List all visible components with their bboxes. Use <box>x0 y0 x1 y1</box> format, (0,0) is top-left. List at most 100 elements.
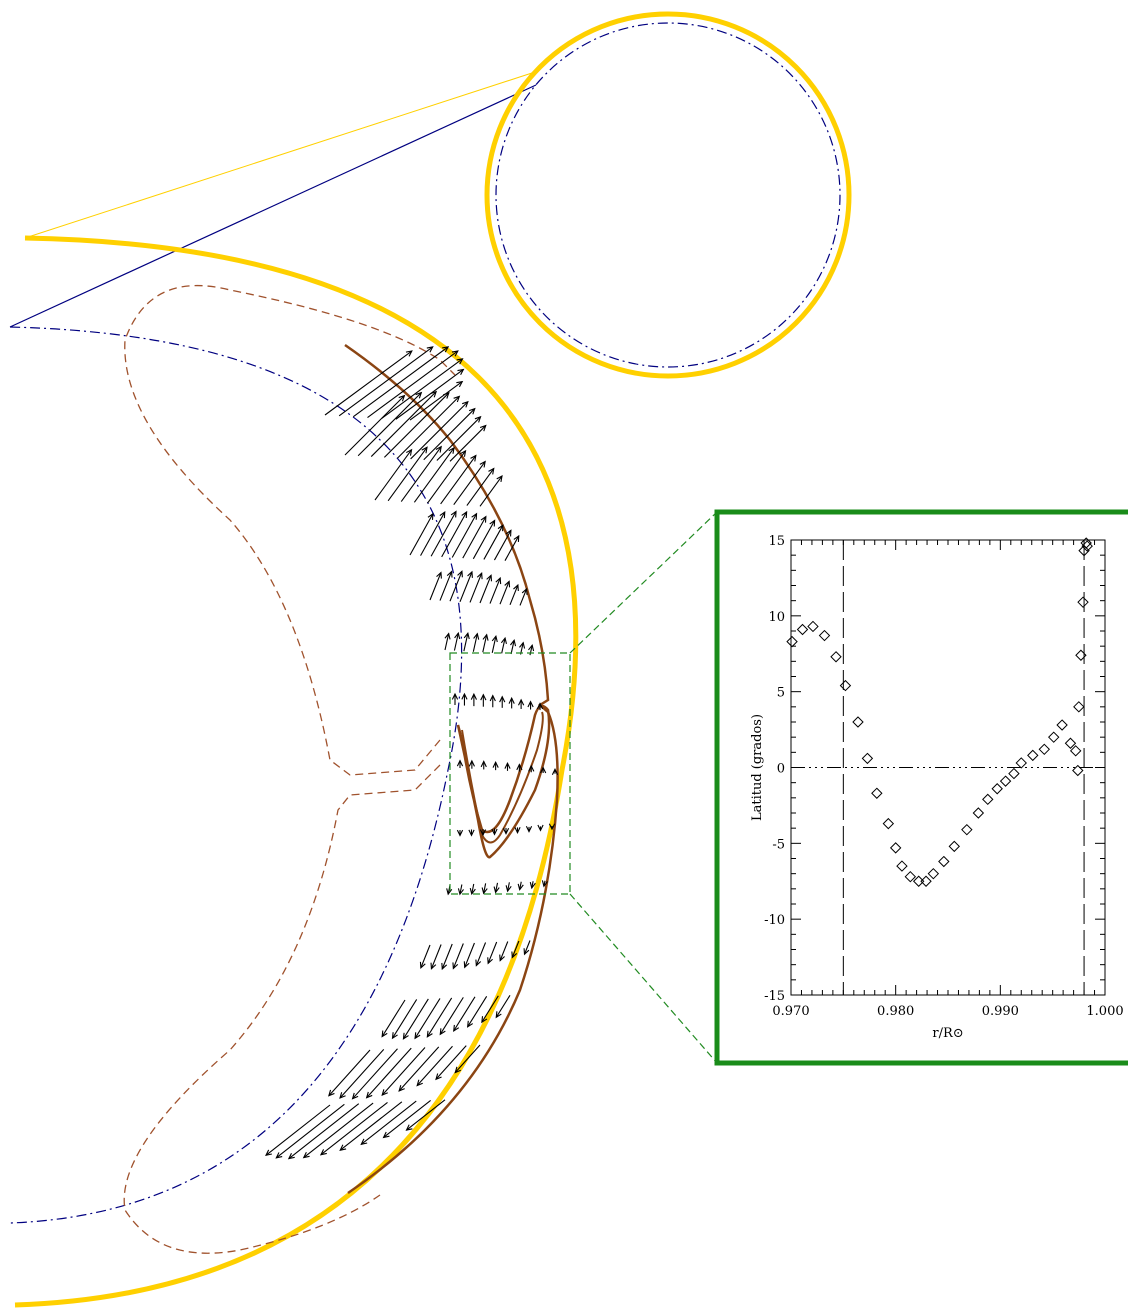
velocity-arrow <box>470 692 477 707</box>
velocity-arrow <box>468 759 475 769</box>
velocity-arrow <box>420 511 446 556</box>
velocity-arrow <box>328 1049 371 1097</box>
velocity-arrow <box>529 881 536 890</box>
data-point <box>882 817 895 830</box>
convection-zone-base-arc <box>9 326 463 1224</box>
data-point <box>1008 767 1020 780</box>
x-tick-label: 0.970 <box>772 1004 809 1019</box>
velocity-arrow <box>510 639 517 655</box>
velocity-arrow <box>410 400 469 460</box>
velocity-arrow <box>397 395 461 459</box>
velocity-arrow <box>391 999 418 1040</box>
data-point <box>948 840 960 853</box>
data-point <box>896 860 908 872</box>
velocity-arrow <box>453 996 476 1032</box>
velocity-arrow <box>508 696 515 709</box>
velocity-arrow <box>344 394 406 456</box>
velocity-arrow <box>468 829 475 837</box>
velocity-arrow <box>519 587 528 606</box>
data-point <box>920 875 932 887</box>
velocity-arrow <box>480 760 487 770</box>
velocity-arrow <box>360 1100 417 1146</box>
y-tick-label: 15 <box>768 534 785 549</box>
velocity-arrow <box>395 368 465 420</box>
velocity-arrow <box>463 631 470 652</box>
velocity-arrow <box>441 510 468 558</box>
velocity-arrow <box>509 583 519 606</box>
velocity-arrow <box>502 827 510 835</box>
velocity-arrow <box>548 823 556 831</box>
tongue-contour-inner <box>461 711 544 844</box>
data-point <box>1081 540 1093 552</box>
data-point <box>830 651 842 663</box>
zoom-region-box <box>449 652 571 895</box>
y-axis-label: Latitud (grados) <box>750 714 765 821</box>
zoom-guide-base <box>9 84 537 328</box>
velocity-arrow <box>416 1045 453 1087</box>
velocity-arrow <box>426 997 453 1038</box>
velocity-arrow <box>463 942 475 969</box>
velocity-arrow <box>514 827 521 834</box>
velocity-arrow <box>461 692 468 706</box>
velocity-arrow <box>324 350 413 416</box>
velocity-arrow <box>504 534 520 561</box>
data-point <box>1015 757 1027 769</box>
x-tick-label: 0.990 <box>982 1004 1019 1019</box>
velocity-arrow <box>457 884 464 896</box>
velocity-arrow <box>469 883 476 896</box>
surface-flow-contour <box>344 343 559 1195</box>
velocity-arrow <box>456 759 464 768</box>
velocity-arrow <box>427 449 467 504</box>
velocity-arrow <box>430 510 457 557</box>
velocity-arrow <box>381 1047 426 1097</box>
velocity-arrow <box>402 998 429 1040</box>
velocity-arrow <box>430 944 442 970</box>
velocity-arrow <box>374 448 413 501</box>
inset-frame <box>714 509 1128 1066</box>
y-tick-label: -15 <box>764 989 785 1004</box>
velocity-arrow <box>319 1101 388 1156</box>
velocity-arrow <box>537 824 544 832</box>
velocity-arrow <box>456 829 464 837</box>
velocity-arrow <box>516 763 523 772</box>
velocity-arrow <box>405 1099 446 1131</box>
velocity-arrow <box>472 632 480 652</box>
velocity-arrow <box>440 454 477 505</box>
velocity-arrow <box>528 764 535 773</box>
dashed-flow-contour <box>124 284 456 776</box>
velocity-arrow <box>381 358 464 419</box>
x-axis-label: r/R⊙ <box>932 1026 963 1041</box>
velocity-arrow <box>469 572 483 603</box>
velocity-arrow <box>499 695 506 708</box>
velocity-arrow <box>383 392 450 458</box>
velocity-arrow <box>495 994 511 1019</box>
velocity-arrow <box>466 996 488 1028</box>
x-tick-label: 1.000 <box>1086 1004 1123 1019</box>
velocity-arrow <box>472 519 496 560</box>
velocity-arrow <box>449 424 487 462</box>
data-point <box>818 629 831 642</box>
data-point <box>871 787 883 799</box>
velocity-arrow <box>523 940 531 956</box>
data-point <box>1078 544 1090 557</box>
velocity-arrow <box>551 768 559 775</box>
data-point <box>1048 731 1060 743</box>
velocity-arrow <box>453 460 486 506</box>
velocity-arrow <box>511 940 520 959</box>
velocity-arrow <box>338 346 434 417</box>
velocity-arrow <box>387 446 428 502</box>
sun-disk-outline <box>484 11 852 379</box>
y-tick-label: -10 <box>764 913 785 928</box>
velocity-arrow <box>436 415 482 461</box>
data-point <box>961 823 973 836</box>
velocity-arrow <box>370 390 438 457</box>
velocity-arrow <box>466 467 495 506</box>
x-tick-label: 0.980 <box>877 1004 914 1019</box>
velocity-arrow <box>489 576 502 604</box>
velocity-arrow <box>452 943 464 970</box>
velocity-arrow <box>357 391 423 457</box>
velocity-arrow <box>481 995 499 1024</box>
velocity-arrow <box>439 570 453 601</box>
velocity-arrow <box>489 694 496 708</box>
tongue-contour-outer <box>456 704 551 859</box>
